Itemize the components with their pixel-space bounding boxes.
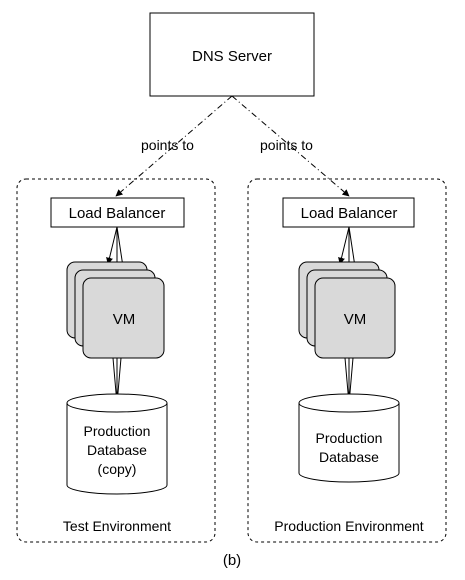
test-load-balancer-label: Load Balancer	[69, 205, 166, 222]
production-database-label-line2: Database	[319, 449, 379, 465]
production-environment-title: Production Environment	[274, 518, 424, 534]
left-edge-label: points to	[141, 137, 194, 153]
dns-server-node: DNS Server	[149, 12, 315, 97]
figure-caption: (b)	[223, 552, 241, 569]
production-database-label-line1: Production	[316, 430, 383, 446]
test-environment: Load Balancer VM Production Database (co…	[16, 178, 216, 543]
dns-server-label: DNS Server	[192, 48, 272, 65]
test-database: Production Database (copy)	[66, 393, 168, 495]
test-database-label-line3: (copy)	[98, 461, 137, 477]
test-vm-label: VM	[113, 311, 136, 328]
production-database: Production Database	[298, 393, 400, 483]
production-load-balancer	[282, 197, 415, 228]
production-vm-label: VM	[344, 311, 367, 328]
test-environment-boundary	[16, 178, 216, 543]
production-environment-boundary	[247, 178, 447, 543]
right-edge-label: points to	[260, 137, 313, 153]
test-environment-title: Test Environment	[63, 518, 171, 534]
production-environment: Load Balancer VM Production Database Pro…	[247, 178, 447, 543]
production-load-balancer-label: Load Balancer	[301, 205, 398, 222]
test-database-label-line1: Production	[84, 423, 151, 439]
test-load-balancer	[50, 197, 185, 228]
test-database-label-line2: Database	[87, 442, 147, 458]
production-vm-front	[314, 277, 396, 359]
test-vm-front	[82, 277, 165, 359]
